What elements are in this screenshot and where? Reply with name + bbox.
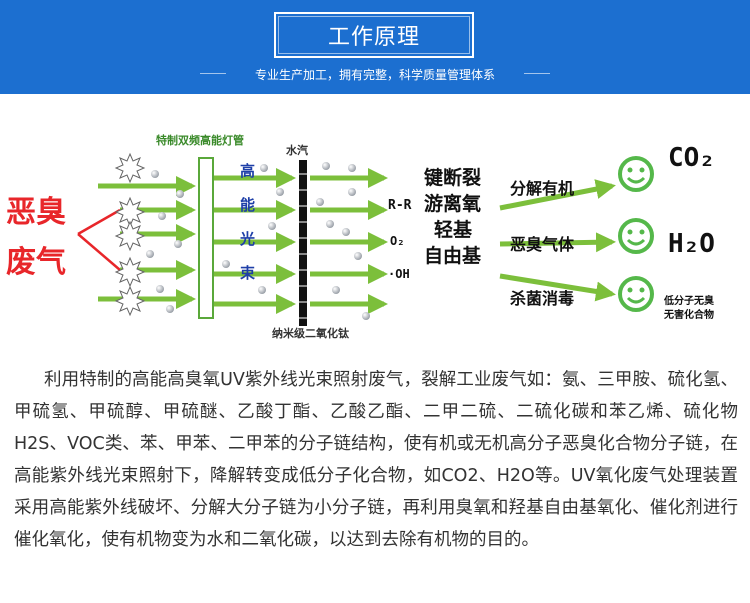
catalyst-label: 纳米级二氧化钛 [272,326,350,340]
outcome-2: 恶臭气体 [510,235,575,254]
process-diagram: 恶臭 废气 特制双频高能灯管 高 能 光 束 [6,133,715,340]
harmless-line-2: 无害化合物 [663,308,714,321]
gas-particles [146,170,184,313]
beam-char-2: 能 [240,196,255,214]
odor-molecule-icons [114,152,146,317]
page-subtitle: 专业生产加工，拥有完整，科学质量管理体系 [254,68,495,82]
process-line-1: 键断裂 [423,166,481,189]
smiley-icon [618,276,654,312]
product-co2: CO₂ [668,143,715,173]
title-box: 工作原理 [274,12,474,58]
catalyst-plate-stripes [299,173,307,319]
uv-lamp-tube [198,157,214,319]
page-title: 工作原理 [327,25,420,50]
gas-label-1: 恶臭 [6,195,66,230]
lamp-label: 特制双频高能灯管 [156,133,244,147]
beam-arrows [214,168,296,314]
harmless-line-1: 低分子无臭 [663,294,714,307]
process-line-2: 游离氧 [424,192,481,215]
smiley-icon [618,218,654,254]
radical-o2: O₂ [390,234,404,248]
smiley-icon [618,156,654,192]
outcome-labels: 分解有机 恶臭气体 杀菌消毒 [510,179,575,308]
radical-oh: ·OH [388,267,410,281]
catalyst-plate [299,160,307,326]
product-h2o: H₂O [668,229,715,259]
gas-label-2: 废气 [6,245,66,280]
outcome-1: 分解有机 [510,179,574,198]
smiley-icons [618,156,654,312]
description-paragraph: 利用特制的高能高臭氧UV紫外线光束照射废气，裂解工业废气如：氨、三甲胺、硫化氢、… [14,370,738,550]
process-line-4: 自由基 [424,244,482,267]
beam-char-1: 高 [240,162,255,180]
beam-particles [222,164,284,294]
radicals: R-R O₂ ·OH [388,198,412,281]
outcome-3: 杀菌消毒 [510,289,574,308]
beam-char-4: 束 [240,264,256,282]
outflow-particles [316,162,370,320]
radical-rr: R-R [388,198,412,213]
process-text: 键断裂 游离氧 轻基 自由基 [423,166,482,267]
beam-char-3: 光 [239,230,255,248]
process-line-3: 轻基 [434,218,473,241]
outflow-arrows [310,168,388,314]
gas-fan-lines [77,208,121,271]
beam-characters: 高 能 光 束 [239,162,256,282]
subtitle-rule-left [200,73,226,74]
outcome-arrows [499,179,616,302]
subtitle-rule-right [524,73,550,74]
vapor-label: 水汽 [286,143,308,157]
header-banner: 工作原理 专业生产加工，拥有完整，科学质量管理体系 [0,0,750,94]
